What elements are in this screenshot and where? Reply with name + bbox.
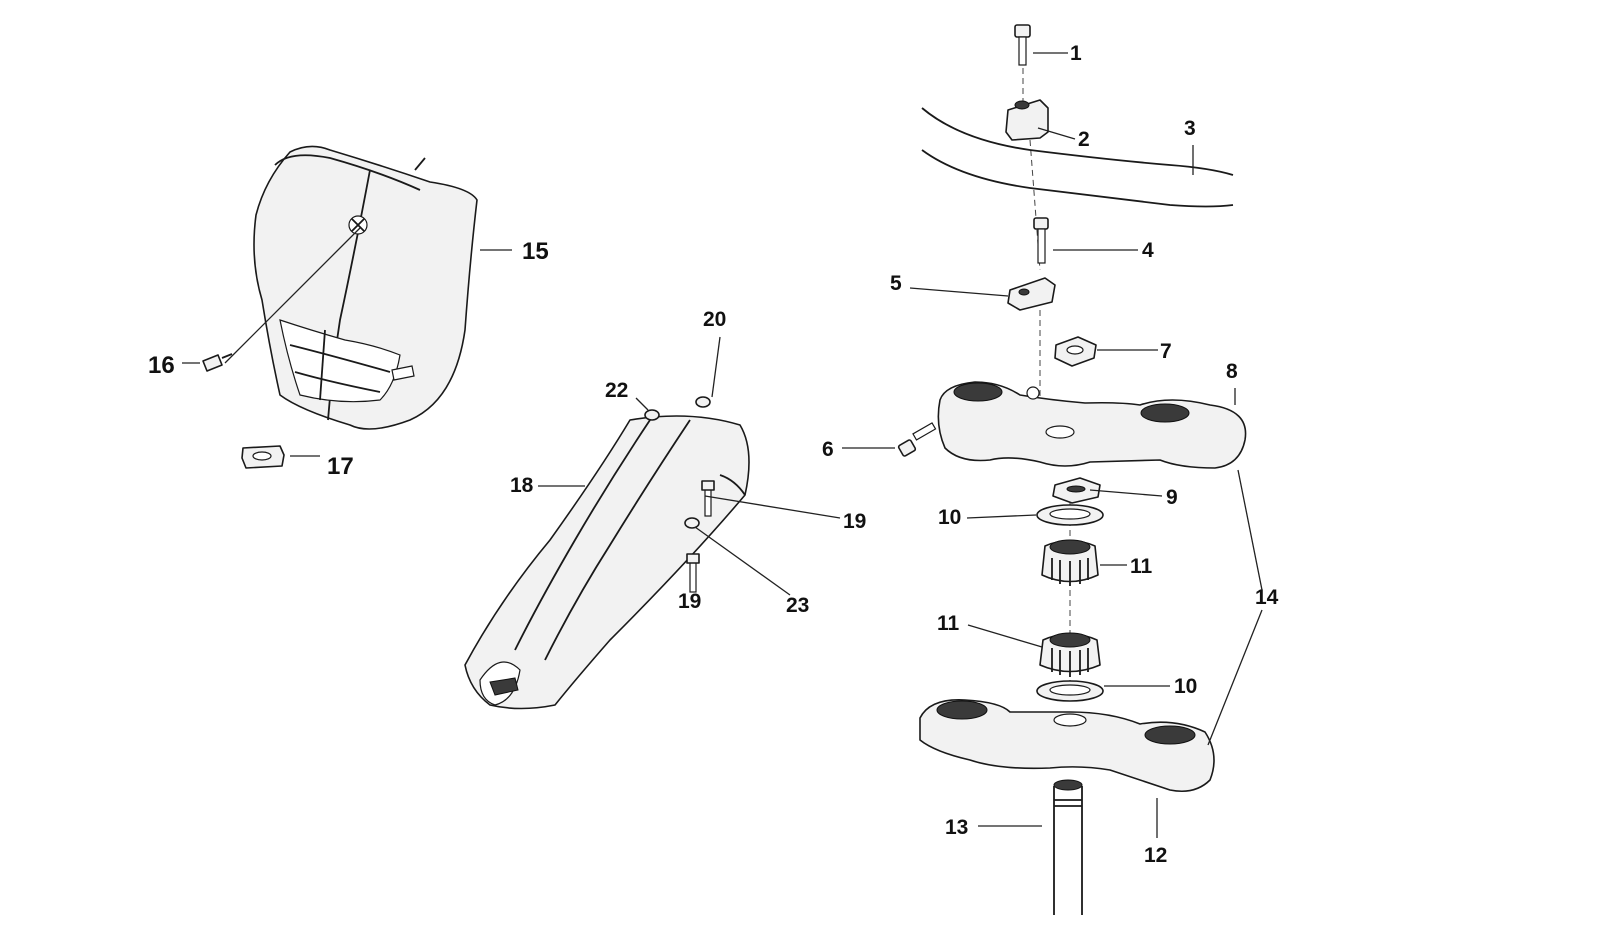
callout-23: 23 — [786, 594, 809, 617]
fender-bolt-19-lower — [686, 553, 700, 593]
washer-20 — [695, 396, 711, 408]
callout-10-upper: 10 — [938, 506, 961, 529]
callout-13: 13 — [945, 816, 968, 839]
callout-18: 18 — [510, 474, 534, 497]
callout-12: 12 — [1144, 844, 1167, 867]
callout-20: 20 — [703, 308, 726, 331]
callout-2: 2 — [1078, 128, 1090, 151]
callout-11-lower: 11 — [937, 612, 960, 635]
bolt-6 — [897, 422, 937, 457]
callout-22: 22 — [605, 379, 628, 402]
callout-14: 14 — [1255, 586, 1279, 609]
callout-5: 5 — [890, 272, 902, 295]
callout-15: 15 — [522, 238, 549, 265]
callout-labels: 1 2 3 4 5 6 7 8 9 10 11 11 10 12 13 14 1… — [148, 42, 1279, 867]
callout-7: 7 — [1160, 340, 1172, 363]
upper-triple-clamp-8 — [937, 381, 1247, 469]
callout-19-lower: 19 — [678, 590, 701, 613]
nut-9 — [1052, 477, 1101, 504]
bolt-4 — [1033, 217, 1049, 264]
washer-23 — [684, 517, 700, 529]
lower-triple-clamp-12 — [919, 699, 1215, 793]
bracket-tab-15 — [391, 365, 415, 381]
bolt-1 — [1014, 24, 1031, 66]
screw-16 — [202, 353, 233, 372]
nut-7 — [1054, 336, 1097, 367]
washer-22 — [644, 409, 660, 421]
headlight-mask — [253, 145, 478, 430]
assembly-axis — [1022, 68, 1071, 700]
callout-4: 4 — [1142, 239, 1154, 262]
callout-10-lower: 10 — [1174, 675, 1197, 698]
seal-10-lower — [1036, 680, 1104, 702]
callout-1: 1 — [1070, 42, 1082, 65]
bearing-11-lower — [1039, 632, 1101, 677]
clamp-2 — [1005, 99, 1049, 141]
steering-stem-13 — [1053, 779, 1083, 915]
callout-3: 3 — [1184, 117, 1196, 140]
front-fender — [464, 415, 750, 710]
callout-9: 9 — [1166, 486, 1178, 509]
fender-bolt-19-upper — [701, 480, 715, 517]
handlebar-3 — [921, 107, 1234, 208]
callout-19-upper: 19 — [843, 510, 866, 533]
callout-16: 16 — [148, 352, 175, 379]
callout-8: 8 — [1226, 360, 1238, 383]
callout-6: 6 — [822, 438, 834, 461]
clamp-5 — [1007, 277, 1056, 311]
leader-lines — [182, 52, 1263, 838]
callout-11-upper: 11 — [1130, 555, 1153, 578]
bracket-17 — [241, 445, 285, 469]
seal-10-upper — [1036, 504, 1104, 526]
bearing-11-upper — [1041, 539, 1099, 586]
callout-17: 17 — [327, 453, 354, 480]
